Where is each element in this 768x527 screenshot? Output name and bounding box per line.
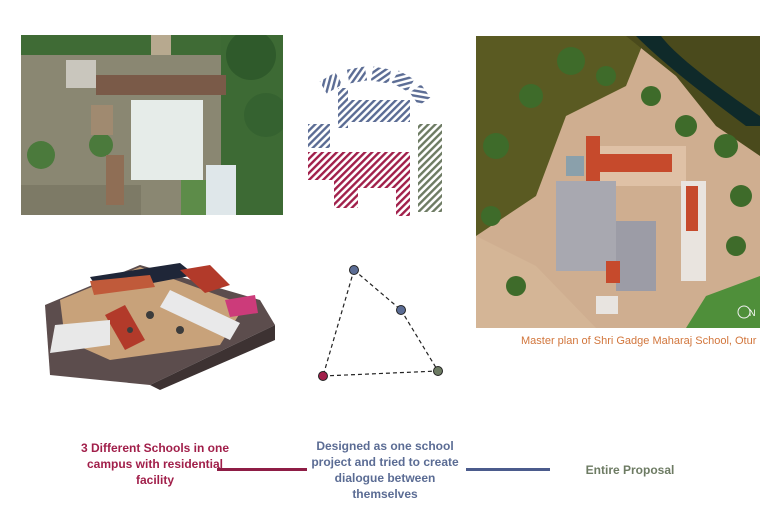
blue-arc-blocks: [319, 66, 431, 106]
green-school-block: [418, 124, 442, 212]
master-plan-caption: Master plan of Shri Gadge Maharaj School…: [521, 335, 757, 347]
hatched-block-diagram: [300, 60, 450, 220]
triangle-node-top: [349, 265, 359, 275]
master-plan-image: N: [476, 36, 760, 328]
blue-school-block: [338, 88, 410, 128]
master-plan-drawing: N: [476, 36, 760, 328]
dialogue-triangle-diagram: [300, 255, 460, 395]
hatched-block-drawing: [308, 66, 442, 216]
aerial-photo-drawing: [21, 35, 283, 215]
3d-model-view: [30, 245, 275, 390]
maroon-connector-line: [217, 468, 307, 471]
triangle-drawing: [318, 265, 443, 381]
north-marker-label: N: [749, 308, 756, 318]
triangle-node-green: [433, 366, 443, 376]
label-three-schools: 3 Different Schools in one campus with r…: [80, 441, 230, 487]
label-entire-proposal: Entire Proposal: [585, 463, 675, 477]
label-designed-as-one: Designed as one school project and tried…: [311, 439, 459, 501]
3d-model-drawing: [45, 263, 275, 390]
maroon-school-block: [308, 152, 410, 216]
blue-side-block: [308, 124, 330, 148]
blue-connector-line: [466, 468, 550, 471]
aerial-photo: [21, 35, 283, 215]
triangle-node-middle: [396, 305, 406, 315]
triangle-node-red: [318, 371, 328, 381]
